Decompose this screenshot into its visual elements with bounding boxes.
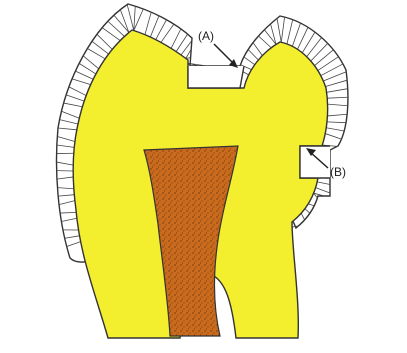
pit-a-notch [188, 66, 244, 88]
label-a: (A) [198, 29, 214, 43]
label-b: (B) [330, 165, 346, 179]
